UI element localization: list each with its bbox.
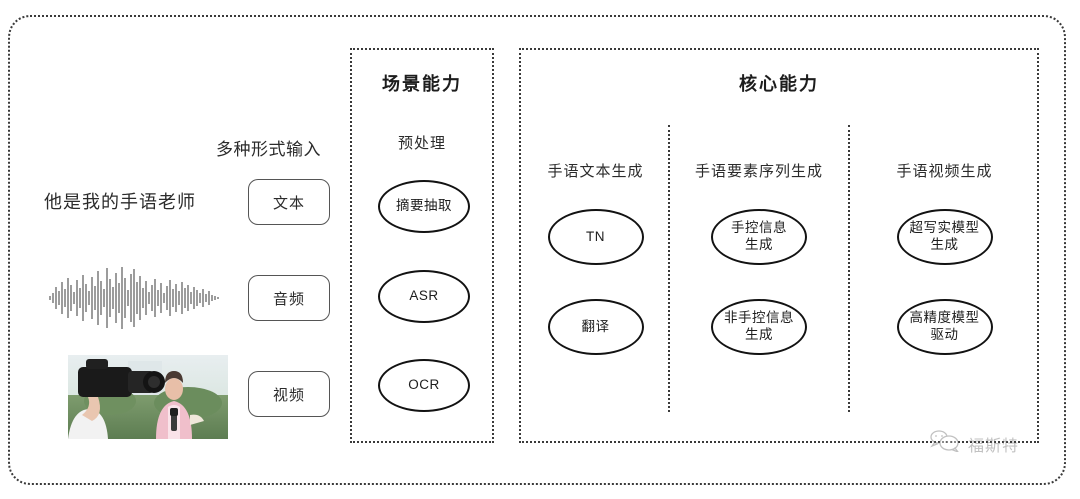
wechat-bubbles-icon xyxy=(928,430,962,457)
input-section-title: 多种形式输入 xyxy=(216,140,321,159)
input-button-audio[interactable]: 音频 xyxy=(248,275,330,321)
video-thumbnail-image xyxy=(68,355,228,439)
core-node-highprec-line1: 高精度模型 xyxy=(909,310,980,326)
core-node-highprec-line2: 驱动 xyxy=(930,327,959,342)
core-column-sign-video-generation: 手语视频生成 超写实模型 生成 高精度模型 驱动 xyxy=(850,50,1039,441)
input-section: 多种形式输入 他是我的手语老师 xyxy=(20,30,340,460)
column-divider-2 xyxy=(848,125,850,412)
core-node-hyperreal-line2: 生成 xyxy=(930,237,959,252)
core-panel-title: 核心能力 xyxy=(739,74,819,94)
scene-node-asr[interactable]: ASR xyxy=(378,270,470,323)
core-node-high-precision-model-drive[interactable]: 高精度模型 驱动 xyxy=(896,299,993,355)
column-divider-1 xyxy=(668,125,670,412)
watermark-text: 福斯特 xyxy=(968,437,1020,455)
core-node-translation[interactable]: 翻译 xyxy=(547,299,644,355)
core-node-manual-line1: 手控信息 xyxy=(731,220,787,236)
core-node-nonmanual-line2: 生成 xyxy=(745,327,773,342)
audio-waveform-icon xyxy=(48,265,220,331)
core-node-manual-line2: 生成 xyxy=(745,237,773,252)
scene-node-ocr[interactable]: OCR xyxy=(378,359,470,412)
core-node-manual-info-generation[interactable]: 手控信息 生成 xyxy=(711,209,807,265)
core-capability-panel: 核心能力 手语文本生成 TN 翻译 手语要素序列生成 手控信息 生成 xyxy=(519,48,1039,443)
core-column-2-header: 手语要素序列生成 xyxy=(694,163,823,180)
sample-text-label: 他是我的手语老师 xyxy=(44,192,196,212)
core-node-tn-line1: TN xyxy=(586,228,605,244)
core-column-sign-element-sequence-generation: 手语要素序列生成 手控信息 生成 非手控信息 生成 xyxy=(670,50,848,441)
outer-dotted-frame xyxy=(8,15,1066,485)
scene-node-summary-extraction[interactable]: 摘要抽取 xyxy=(378,180,470,233)
watermark: 福斯特 xyxy=(928,430,1019,457)
input-button-video[interactable]: 视频 xyxy=(248,371,330,417)
core-column-1-header: 手语文本生成 xyxy=(547,163,644,180)
scene-panel-subtitle: 预处理 xyxy=(397,135,446,152)
input-button-text[interactable]: 文本 xyxy=(248,179,330,225)
core-node-hyperrealistic-model-generation[interactable]: 超写实模型 生成 xyxy=(896,209,993,265)
scene-panel-title: 场景能力 xyxy=(382,74,462,94)
core-node-hyperreal-line1: 超写实模型 xyxy=(909,220,980,236)
core-node-translation-line1: 翻译 xyxy=(581,318,610,334)
core-node-nonmanual-info-generation[interactable]: 非手控信息 生成 xyxy=(711,299,807,355)
core-node-tn[interactable]: TN xyxy=(547,209,644,265)
scene-capability-panel: 场景能力 预处理 摘要抽取 ASR OCR xyxy=(350,48,494,443)
core-column-3-header: 手语视频生成 xyxy=(896,163,993,180)
core-node-nonmanual-line1: 非手控信息 xyxy=(724,310,794,326)
core-column-sign-text-generation: 手语文本生成 TN 翻译 xyxy=(523,50,668,441)
